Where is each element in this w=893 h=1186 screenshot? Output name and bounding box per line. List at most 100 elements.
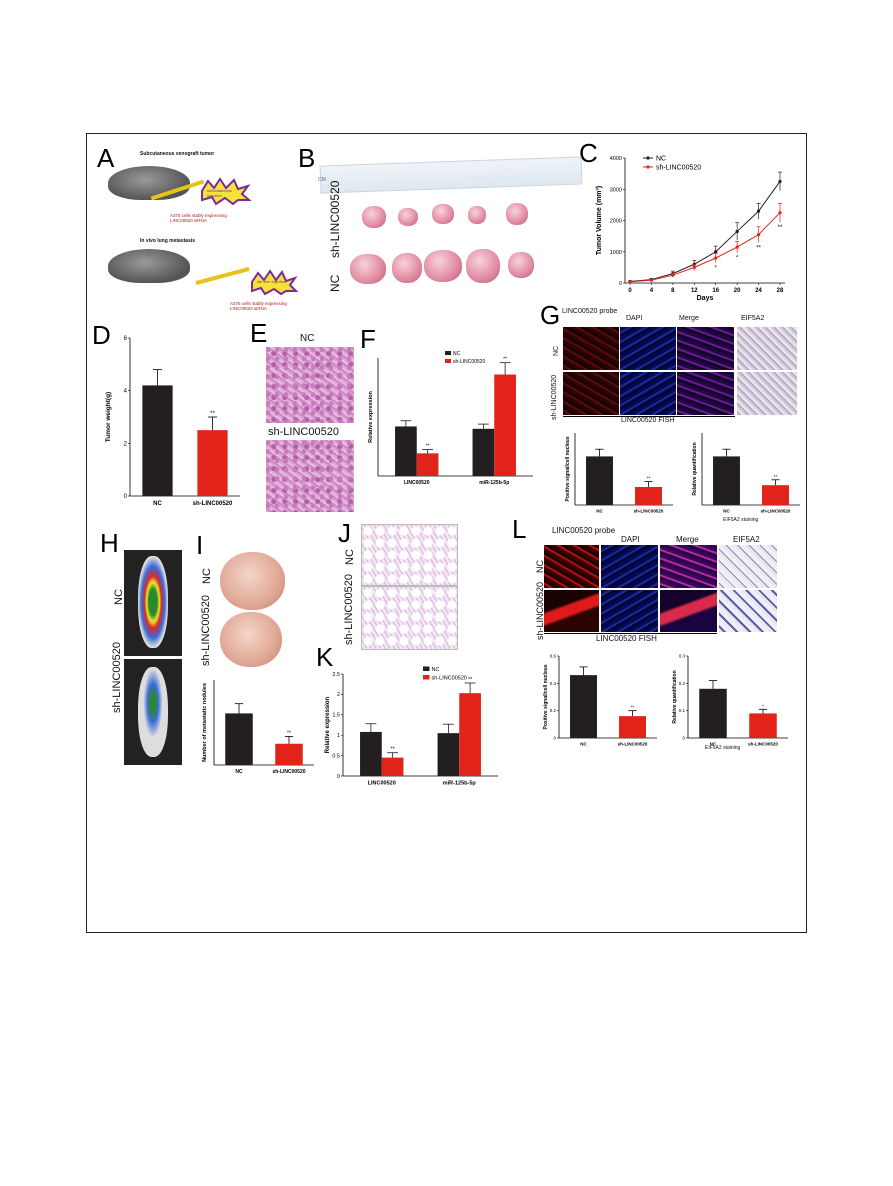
data-point [714,256,718,260]
significance-mark: ** [778,225,783,231]
x-tick-label: sh-LINC00520 [272,769,305,775]
j-row-nc: NC [344,549,356,565]
l-fish-dapi-sh [601,590,658,632]
g-row-sh: sh-LINC00520 [551,374,558,420]
x-tick-label: NC [153,501,162,507]
y-tick-label: 2 [337,692,340,698]
y-tick-label: 0 [124,494,128,500]
x-tick-label: miR-125b-5p [443,781,477,787]
legend-swatch [445,359,451,363]
panel-label-h: H [100,528,119,558]
g-fish-probe-sh [563,372,619,415]
g-ihc-sh [737,372,797,415]
l-col-dapi: DAPI [621,535,640,544]
legend-marker [646,165,650,169]
l-fish-merge-nc [660,545,717,588]
data-point [714,250,718,254]
x-tick-label: sh-LINC00520 [193,501,233,507]
mouse-illustration [108,166,190,200]
y-tick-label: 0 [337,774,340,780]
significance-mark: ** [631,705,635,710]
bar [360,731,382,776]
y-tick-label: 1000 [610,250,622,256]
significance-mark: * [736,256,739,262]
b-row-sh: sh-LINC00520 [328,180,342,258]
y-tick-label: 2 [124,441,128,447]
x-tick-label: 4 [650,288,654,294]
y-tick-label: 0 [682,736,685,741]
bar [395,426,417,476]
l-fish-bracket [544,633,717,634]
g-col-merge: Merge [679,315,699,322]
panel-label-l: L [512,514,527,544]
legend-label: sh-LINC00520 [453,359,485,365]
l-fish-probe-nc [544,545,599,588]
x-tick-label: 12 [691,288,698,294]
y-axis-label: Relative quantification [672,670,678,723]
j-row-sh: sh-LINC00520 [343,574,355,645]
tumor-sh-4 [468,206,486,224]
y-axis-label: Positive signal/cell nucleus [543,664,549,729]
significance-mark: ** [756,245,761,251]
a-cells-text1: A375 cells stably expressing LINC00520 s… [170,213,227,223]
x-tick-label: 20 [734,288,741,294]
y-axis-label: Relative expression [325,696,331,753]
g-fish-bracket [563,416,735,417]
tumor-nc-1 [350,254,386,284]
a-injection-burst-2 [251,269,299,296]
l-ihc-nc [719,545,777,588]
tumor-sh-2 [398,208,418,226]
data-point [649,278,654,282]
data-point [778,179,782,184]
chart-i-nodules: Number of metastatic nodulesNC**sh-LINC0… [202,680,314,775]
data-point [735,229,739,234]
x-tick-label: 28 [777,288,784,294]
bar [762,485,789,505]
x-axis-label: Days [697,295,714,302]
y-tick-label: 0 [553,736,556,741]
y-tick-label: 1.5 [332,713,340,719]
data-point [735,245,739,249]
j-lung-he-nc [361,524,458,586]
bar [459,693,481,776]
l-staining-label: EIF5A2 staining [705,745,741,751]
l-fish-probe-sh [544,590,599,632]
legend-marker [646,156,650,160]
a-injection-text2: tail vein injection [257,279,287,284]
x-tick-label: 16 [712,288,719,294]
x-tick-label: 8 [671,288,675,294]
x-tick-label: sh-LINC00520 [634,509,664,514]
data-point [671,273,675,277]
g-fish-merge-sh [677,372,734,415]
x-tick-label: miR-125b-5p [479,480,509,486]
panel-label-a: A [97,143,115,173]
data-point [628,280,632,284]
g-col-eif5a2: EIF5A2 [741,315,765,322]
x-tick-label: NC [710,742,717,747]
e-label-nc: NC [300,333,315,344]
g-ihc-nc [737,327,797,370]
y-tick-label: 3000 [610,187,622,193]
g-fish-merge-nc [677,327,734,370]
bar [699,688,727,738]
x-tick-label: NC [723,509,730,514]
b-row-nc: NC [328,274,342,292]
i-row-sh: sh-LINC00520 [200,595,212,666]
a-injection-text1: subcutaneous injection [207,188,232,198]
panel-label-i: I [196,530,204,560]
panel-label-c: C [579,138,598,168]
tumor-nc-4 [466,249,500,283]
significance-mark: ** [426,444,430,450]
chart-g-positive-signal: Positive signal/cell nucleusNC**sh-LINC0… [565,433,673,514]
h-row-sh: sh-LINC00520 [111,642,123,713]
tumor-sh-1 [362,206,386,228]
legend-swatch [423,675,430,680]
data-point [756,209,761,213]
g-staining-label: EIF5A2 staining [723,517,759,523]
g-fish-label: LINC00520 FISH [621,417,675,424]
g-fish-dapi-nc [620,327,676,370]
significance-mark: ** [774,474,778,479]
x-tick-label: LINC00520 [404,480,430,486]
